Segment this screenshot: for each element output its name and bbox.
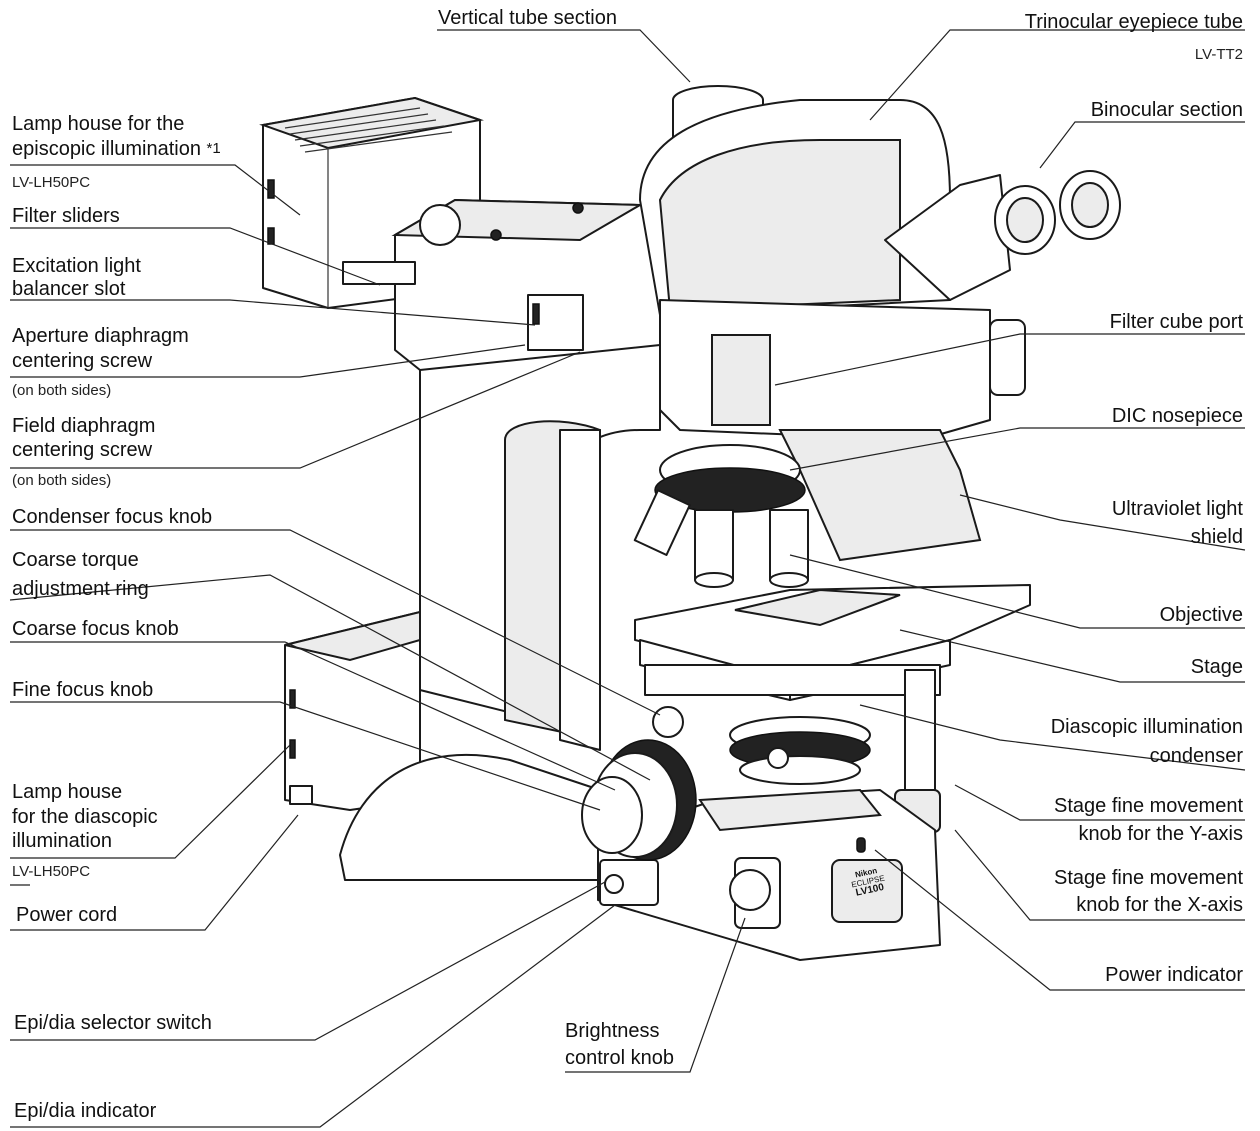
label-stage-x-1: Stage fine movement — [1054, 867, 1243, 889]
label-power-cord: Power cord — [16, 904, 118, 926]
diascopic-condenser — [652, 706, 871, 785]
label-filter-sliders: Filter sliders — [12, 205, 120, 227]
label-lamp-epi-model: LV-LH50PC — [12, 174, 91, 191]
label-epi-dia-indicator: Epi/dia indicator — [14, 1100, 157, 1122]
label-field-1: Field diaphragm — [12, 415, 156, 437]
stage — [634, 584, 1031, 701]
label-uv-2: shield — [1190, 526, 1243, 548]
label-excitation-2: balancer slot — [12, 278, 126, 300]
label-lamp-dia-3: illumination — [12, 830, 113, 852]
label-brightness-2: control knob — [565, 1047, 674, 1069]
label-coarse-torque-1: Coarse torque — [12, 549, 139, 571]
binocular-section — [884, 170, 1121, 301]
label-lamp-dia-model: LV-LH50PC — [12, 863, 91, 880]
leader-lines — [9, 29, 1246, 1128]
label-power-indicator: Power indicator — [1105, 964, 1243, 986]
label-brightness-1: Brightness — [565, 1020, 660, 1042]
label-coarse-torque-2: adjustment ring — [12, 578, 149, 600]
label-objective: Objective — [1159, 604, 1243, 626]
label-stage-x-2: knob for the X-axis — [1076, 894, 1243, 916]
nosepiece-objectives — [633, 444, 809, 588]
label-lamp-epi-note: *1 — [206, 140, 221, 157]
microscope-arm — [419, 329, 661, 751]
label-epi-dia-switch: Epi/dia selector switch — [14, 1012, 212, 1034]
label-dic: DIC nosepiece — [1111, 405, 1243, 427]
label-aperture-1: Aperture diaphragm — [12, 325, 189, 347]
label-uv-1: Ultraviolet light — [1111, 498, 1243, 520]
label-field-2: centering screw — [12, 439, 153, 461]
label-lamp-epi-1: Lamp house for the — [12, 113, 185, 135]
label-lamp-epi-2: episcopic illumination *1 — [12, 138, 221, 160]
label-trinocular-model: LV-TT2 — [1194, 46, 1243, 63]
label-trinocular: Trinocular eyepiece tube — [1024, 11, 1243, 33]
microscope-base — [339, 753, 941, 961]
label-aperture-note: (on both sides) — [12, 382, 112, 399]
label-dia-condenser-1: Diascopic illumination — [1050, 716, 1243, 738]
trinocular-eyepiece-tube — [639, 85, 951, 316]
label-condenser-focus: Condenser focus knob — [12, 506, 213, 528]
label-filter-cube: Filter cube port — [1109, 311, 1243, 333]
label-lamp-dia-1: Lamp house — [12, 781, 123, 803]
label-binocular: Binocular section — [1090, 99, 1243, 121]
label-stage-y-1: Stage fine movement — [1054, 795, 1243, 817]
label-vertical-tube: Vertical tube section — [438, 7, 617, 29]
illuminator-housing — [342, 198, 721, 371]
label-coarse-focus: Coarse focus knob — [12, 618, 179, 640]
label-aperture-2: centering screw — [12, 350, 153, 372]
label-excitation-1: Excitation light — [12, 255, 141, 277]
label-dia-condenser-2: condenser — [1149, 745, 1243, 767]
label-field-note: (on both sides) — [12, 472, 112, 489]
label-stage: Stage — [1190, 656, 1243, 678]
label-stage-y-2: knob for the Y-axis — [1078, 823, 1243, 845]
label-lamp-dia-2: for the diascopic — [12, 806, 158, 828]
focus-knobs — [581, 739, 697, 861]
label-fine-focus: Fine focus knob — [12, 679, 154, 701]
